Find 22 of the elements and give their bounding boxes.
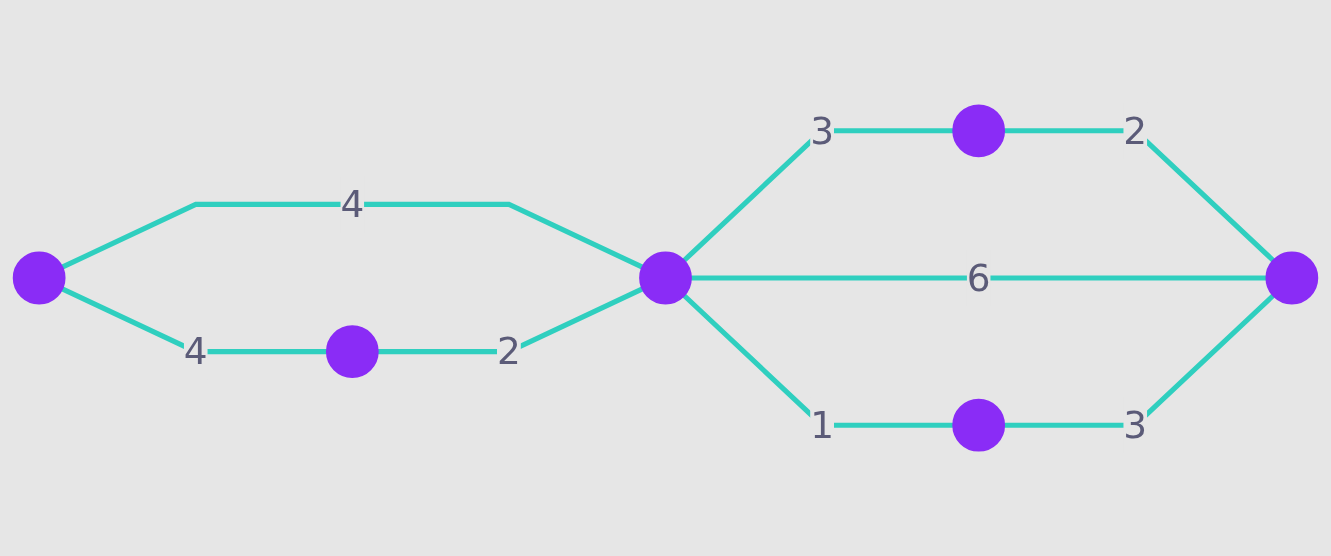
connector [682,128,954,263]
connector [377,286,644,355]
edge-label: 3 [1123,403,1148,447]
node-circle [952,104,1006,158]
edge-label: 1 [810,403,834,447]
connector [691,275,1267,281]
edge-label: 3 [810,109,834,153]
edge-label: 2 [1123,109,1148,153]
node-circle [325,325,379,378]
edge-label: 2 [497,330,521,373]
node-circle [12,251,66,305]
connector [61,286,327,355]
node-circle [639,251,692,305]
edge-label: 4 [183,330,208,373]
connector [682,293,954,428]
connector [1004,293,1275,428]
connector [1004,128,1275,263]
node-circle [1265,251,1319,305]
node-circle [952,398,1006,452]
edge-label: 6 [966,256,991,300]
edge-label: 4 [340,183,365,226]
connector [61,201,644,270]
